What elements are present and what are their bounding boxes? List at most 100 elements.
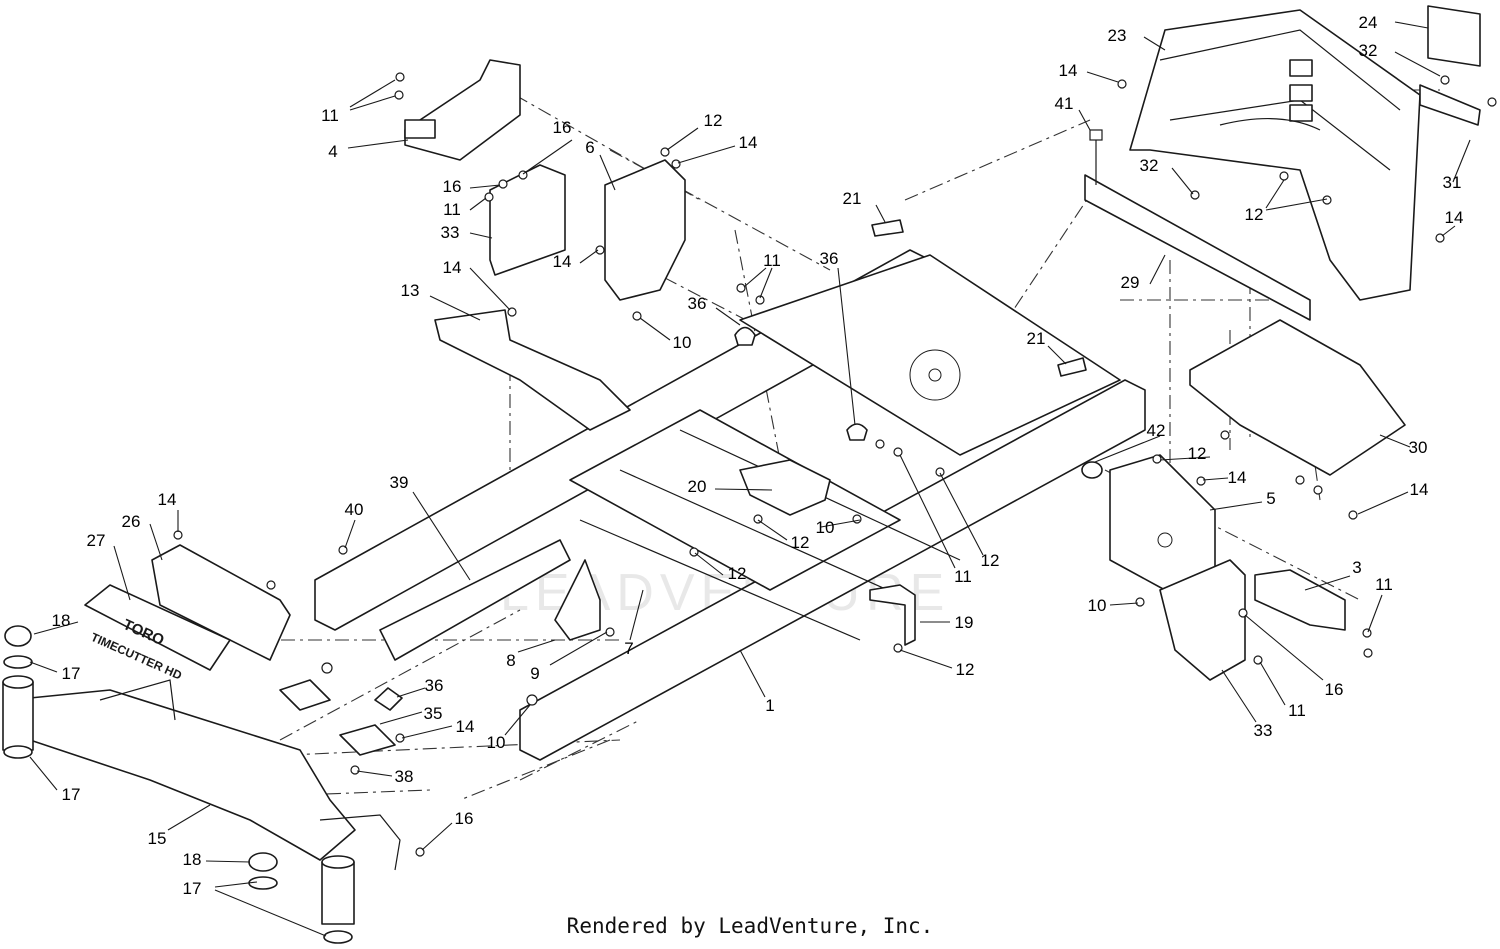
rail-cover-39 bbox=[379, 539, 571, 661]
callout-c16a[interactable]: 16 bbox=[553, 118, 572, 137]
callout-c32b[interactable]: 32 bbox=[1140, 156, 1159, 175]
callout-c12e[interactable]: 12 bbox=[981, 551, 1000, 570]
callout-c33b[interactable]: 33 bbox=[1254, 721, 1273, 740]
callout-c11c[interactable]: 11 bbox=[763, 251, 781, 270]
callout-c14f[interactable]: 14 bbox=[1228, 468, 1247, 487]
callout-c14e[interactable]: 14 bbox=[443, 258, 462, 277]
callout-c14d[interactable]: 14 bbox=[553, 252, 572, 271]
callout-c14c[interactable]: 14 bbox=[1445, 208, 1464, 227]
bumper-36-a bbox=[734, 326, 756, 346]
bumper-36-b bbox=[846, 423, 868, 441]
callout-c12c[interactable]: 12 bbox=[1188, 444, 1207, 463]
bracket-3 bbox=[1254, 569, 1346, 631]
callout-c19[interactable]: 19 bbox=[955, 613, 974, 632]
bushing-17-b bbox=[3, 745, 33, 759]
bushing-17-a bbox=[3, 655, 33, 669]
decal-21-b bbox=[1057, 357, 1087, 377]
callout-c10c[interactable]: 10 bbox=[1088, 596, 1107, 615]
callout-c16d[interactable]: 16 bbox=[455, 809, 474, 828]
decal-24 bbox=[1427, 5, 1481, 67]
callout-c26[interactable]: 26 bbox=[122, 512, 141, 531]
callout-c42[interactable]: 42 bbox=[1147, 421, 1166, 440]
callout-c10a[interactable]: 10 bbox=[673, 333, 692, 352]
callout-c15[interactable]: 15 bbox=[148, 829, 167, 848]
callout-c21a[interactable]: 21 bbox=[843, 189, 862, 208]
spindle-tube-right bbox=[321, 861, 355, 925]
gusset-7 bbox=[554, 559, 601, 641]
rear-bracket-23 bbox=[1129, 9, 1421, 301]
callout-c41[interactable]: 41 bbox=[1055, 94, 1074, 113]
callout-c31[interactable]: 31 bbox=[1443, 173, 1462, 192]
callout-c17a[interactable]: 17 bbox=[62, 664, 81, 683]
callout-c14h[interactable]: 14 bbox=[158, 490, 177, 509]
callout-c11d[interactable]: 11 bbox=[954, 567, 972, 586]
bracket-35 bbox=[339, 724, 396, 756]
plate-33-upper bbox=[489, 164, 566, 276]
bracket-20 bbox=[739, 459, 831, 516]
callout-c16c[interactable]: 16 bbox=[1325, 680, 1344, 699]
cap-18-a bbox=[4, 625, 32, 647]
callout-c3[interactable]: 3 bbox=[1352, 558, 1361, 577]
plate-33-lower bbox=[1159, 559, 1246, 681]
callout-c13[interactable]: 13 bbox=[401, 281, 420, 300]
callout-c38[interactable]: 38 bbox=[395, 767, 414, 786]
callout-c30[interactable]: 30 bbox=[1409, 438, 1428, 457]
plate-6 bbox=[604, 159, 686, 301]
bracket-13 bbox=[434, 309, 631, 431]
bracket-4 bbox=[404, 59, 521, 161]
callout-c18b[interactable]: 18 bbox=[183, 850, 202, 869]
tray-30 bbox=[1189, 319, 1406, 476]
leader-lines bbox=[29, 21, 1471, 937]
callout-c16b[interactable]: 16 bbox=[443, 177, 462, 196]
callout-c12g[interactable]: 12 bbox=[956, 660, 975, 679]
callout-c8[interactable]: 8 bbox=[506, 651, 515, 670]
callout-c14a[interactable]: 14 bbox=[1059, 61, 1078, 80]
spacer-42 bbox=[1081, 461, 1103, 479]
callout-c29[interactable]: 29 bbox=[1121, 273, 1140, 292]
callout-c10b[interactable]: 10 bbox=[816, 518, 835, 537]
bushing-17-d bbox=[323, 930, 353, 944]
callout-c11e[interactable]: 11 bbox=[1375, 575, 1393, 594]
callout-c14g[interactable]: 14 bbox=[1410, 480, 1429, 499]
callout-c27[interactable]: 27 bbox=[87, 531, 106, 550]
callout-c23[interactable]: 23 bbox=[1108, 26, 1127, 45]
callout-c4[interactable]: 4 bbox=[328, 142, 337, 161]
callout-c12d[interactable]: 12 bbox=[791, 533, 810, 552]
callout-c6[interactable]: 6 bbox=[585, 138, 594, 157]
bracket-19 bbox=[869, 584, 916, 646]
panel-26 bbox=[151, 544, 291, 661]
plate-5 bbox=[1109, 454, 1216, 591]
callout-c11b[interactable]: 11 bbox=[443, 200, 461, 219]
callout-c9[interactable]: 9 bbox=[530, 664, 539, 683]
decal-21-a bbox=[871, 219, 904, 237]
callout-c36a[interactable]: 36 bbox=[820, 249, 839, 268]
callout-c7[interactable]: 7 bbox=[624, 639, 633, 658]
callout-c5[interactable]: 5 bbox=[1266, 489, 1275, 508]
callout-c35[interactable]: 35 bbox=[424, 704, 443, 723]
callout-c1[interactable]: 1 bbox=[765, 696, 774, 715]
callout-c18a[interactable]: 18 bbox=[52, 611, 71, 630]
callout-c36b[interactable]: 36 bbox=[688, 294, 707, 313]
callout-c11a[interactable]: 11 bbox=[321, 106, 339, 125]
callout-c21b[interactable]: 21 bbox=[1027, 329, 1046, 348]
callout-c39[interactable]: 39 bbox=[390, 473, 409, 492]
callout-c12f[interactable]: 12 bbox=[728, 564, 747, 583]
callout-c32a[interactable]: 32 bbox=[1359, 41, 1378, 60]
callout-c17b[interactable]: 17 bbox=[62, 785, 81, 804]
callout-c24[interactable]: 24 bbox=[1359, 13, 1378, 32]
callout-c14i[interactable]: 14 bbox=[456, 717, 475, 736]
callout-c20[interactable]: 20 bbox=[688, 477, 707, 496]
main-frame-1 bbox=[314, 249, 1146, 761]
callout-c11f[interactable]: 11 bbox=[1288, 701, 1306, 720]
bumper-36-c bbox=[374, 687, 403, 711]
callout-c36c[interactable]: 36 bbox=[425, 676, 444, 695]
callout-c17c[interactable]: 17 bbox=[183, 879, 202, 898]
callout-c14b[interactable]: 14 bbox=[739, 133, 758, 152]
callout-c12b[interactable]: 12 bbox=[1245, 205, 1264, 224]
callout-c33a[interactable]: 33 bbox=[441, 223, 460, 242]
callout-c10d[interactable]: 10 bbox=[487, 733, 506, 752]
callout-c40[interactable]: 40 bbox=[345, 500, 364, 519]
callout-c12a[interactable]: 12 bbox=[704, 111, 723, 130]
